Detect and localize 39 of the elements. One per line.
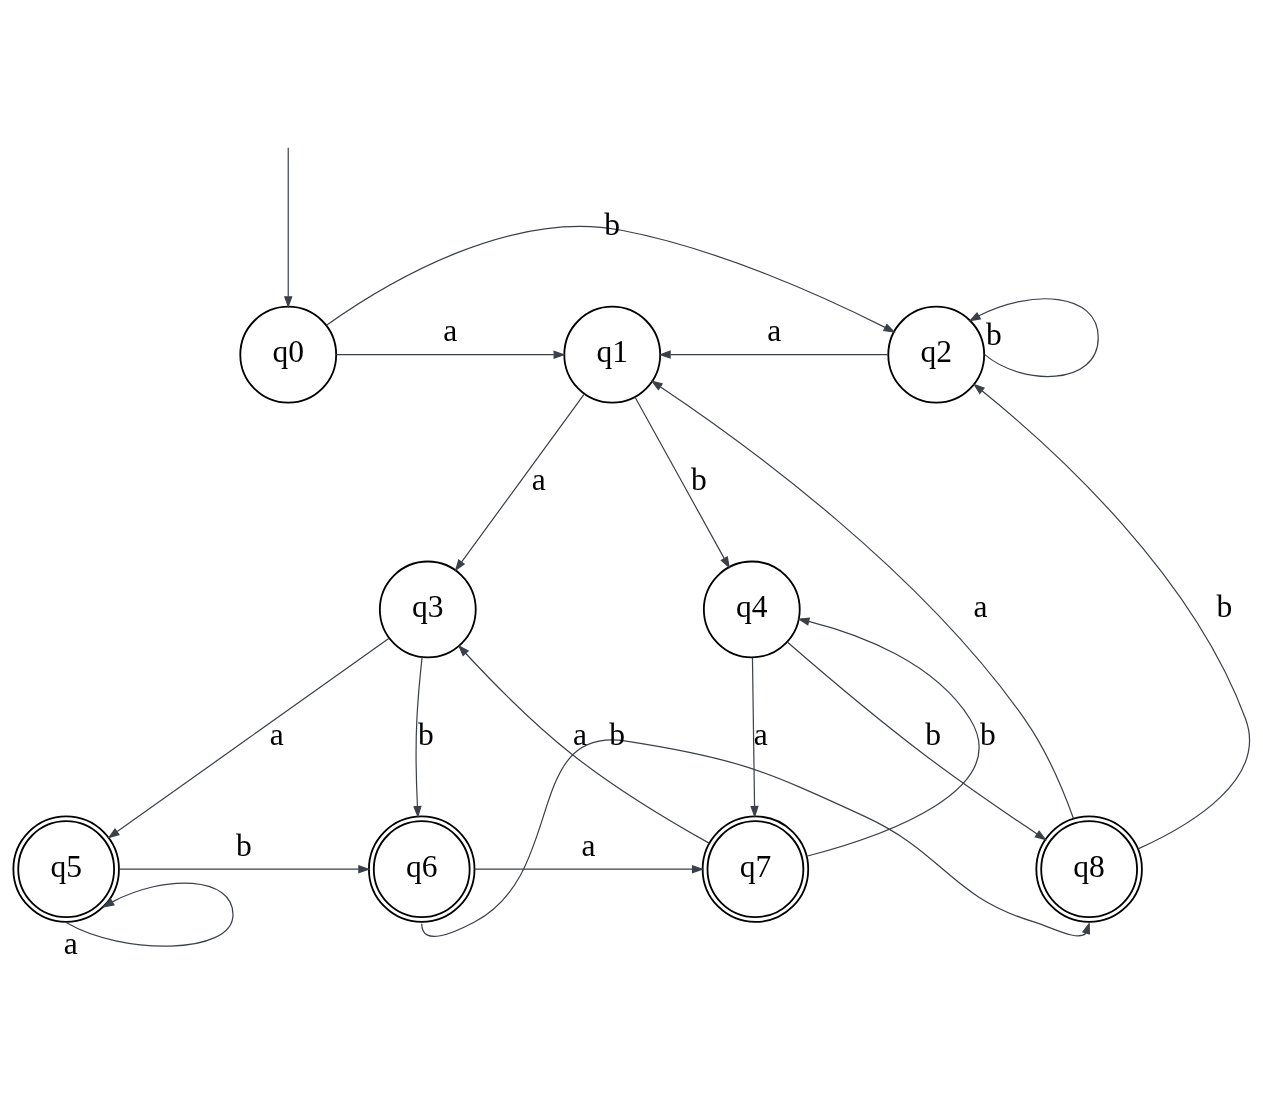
arrow (421, 739, 1090, 937)
arrow (650, 379, 1075, 819)
edge-label: a (63, 925, 78, 961)
edge-label: b (418, 716, 434, 752)
edge-label: b (925, 716, 942, 752)
arrow (454, 393, 585, 571)
edge-label: b (1216, 588, 1233, 624)
edge-label: a (531, 461, 546, 497)
arrow (335, 349, 566, 359)
edge-label: a (973, 588, 988, 624)
arrow (750, 656, 759, 818)
arrow (797, 616, 980, 857)
edge-label: b (979, 716, 996, 752)
edge-label: a (767, 312, 782, 348)
node-circle: q0 (239, 305, 338, 403)
arrow (786, 640, 1047, 840)
arrow (118, 864, 371, 873)
arrow (634, 395, 730, 569)
edge-label: b (986, 316, 1002, 352)
edge-label: a (581, 827, 596, 863)
edge-label: a (753, 716, 768, 752)
arrow (474, 864, 705, 873)
edge-label: a (573, 716, 588, 752)
edge-label: b (609, 716, 625, 752)
arrow (972, 382, 1250, 849)
edge-label: a (269, 716, 284, 752)
node-circle: q7 (701, 814, 810, 923)
arrow (413, 656, 423, 818)
edge-label: b (691, 461, 707, 497)
node-circle: q6 (368, 814, 476, 923)
arrow (325, 225, 896, 333)
arrow (284, 146, 293, 308)
arrow (658, 349, 889, 359)
arrow (968, 297, 1099, 377)
arrow (107, 637, 390, 838)
edge-label: b (236, 827, 252, 863)
edge-label: a (443, 312, 458, 348)
arrow (457, 644, 710, 844)
node-circle: q4 (702, 560, 801, 658)
